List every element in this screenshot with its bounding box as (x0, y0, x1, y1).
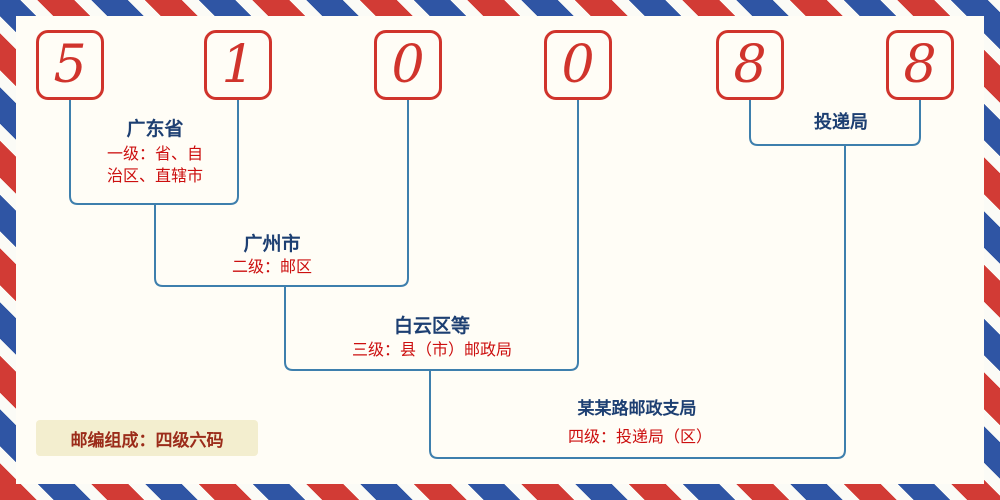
digit-2: 1 (221, 35, 255, 95)
digit-box-1: 5 (36, 30, 104, 100)
level3-region-name: 白云区等 (393, 316, 471, 337)
digit-box-5: 8 (716, 30, 784, 100)
digit-3: 0 (391, 35, 425, 95)
diagram-canvas (16, 16, 984, 484)
connector-delivery-bracket (749, 100, 921, 146)
level1-region-name: 广东省 (126, 119, 184, 140)
digit-box-2: 1 (204, 30, 272, 100)
level3-desc: 三级：县（市）邮政局 (351, 342, 513, 359)
level2-region-name: 广州市 (243, 234, 301, 255)
digit-box-3: 0 (374, 30, 442, 100)
connector-level4 (429, 145, 846, 459)
delivery-office-label: 投递局 (814, 112, 868, 132)
connector-level3 (284, 100, 579, 371)
digit-6: 8 (903, 35, 937, 95)
digit-5: 8 (733, 35, 767, 95)
digit-1: 5 (53, 35, 87, 95)
digit-4: 0 (561, 35, 595, 95)
connector-level2 (154, 100, 409, 287)
level4-office-name: 某某路邮政支局 (577, 399, 697, 418)
level1-desc: 一级：省、自治区、直辖市 (106, 146, 203, 185)
digit-box-4: 0 (544, 30, 612, 100)
level4-desc: 四级：投递局（区） (567, 429, 713, 446)
digit-box-6: 8 (886, 30, 954, 100)
composition-badge-text: 邮编组成：四级六码 (70, 430, 224, 450)
level2-desc: 二级：邮区 (231, 259, 313, 276)
composition-badge: 邮编组成：四级六码 (36, 420, 258, 456)
